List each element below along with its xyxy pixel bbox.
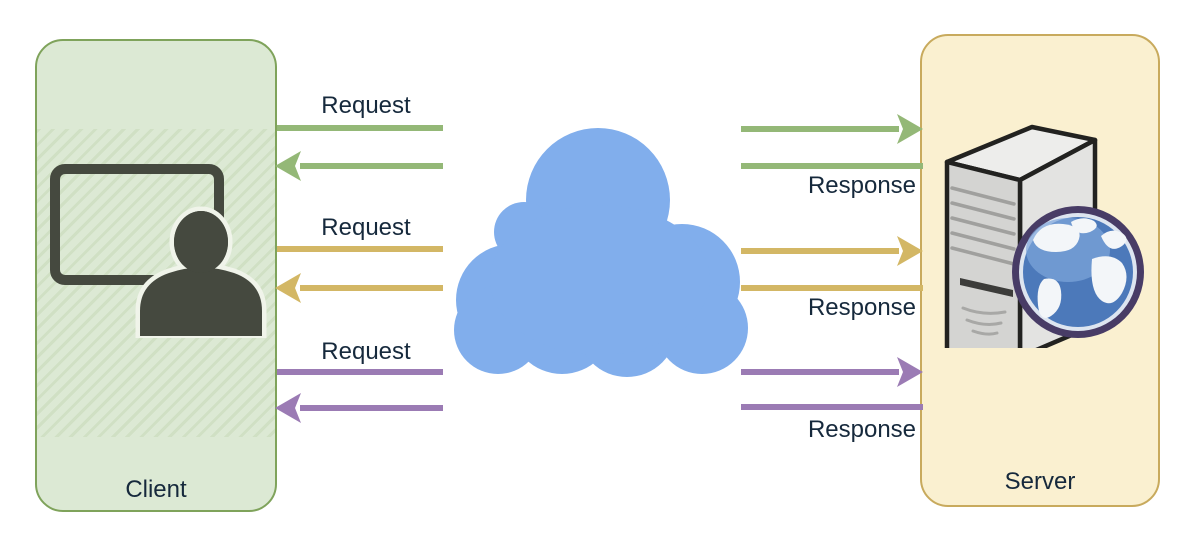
request-arrowhead	[897, 357, 923, 387]
response-arrowhead	[275, 273, 301, 303]
response-label-3: Response	[807, 416, 917, 443]
request-label-1: Request	[321, 92, 411, 119]
client-label: Client	[125, 476, 187, 503]
response-label-1: Response	[807, 172, 917, 199]
response-label-2: Response	[807, 294, 917, 321]
user-icon	[135, 206, 267, 338]
server-tower-icon	[944, 124, 1144, 348]
request-label-3: Request	[321, 338, 411, 365]
globe-icon	[1012, 206, 1144, 338]
flow-purple	[275, 357, 923, 423]
response-arrowhead	[275, 393, 301, 423]
response-arrowhead	[275, 151, 301, 181]
request-label-2: Request	[321, 214, 411, 241]
request-arrowhead	[897, 236, 923, 266]
flow-gold	[275, 236, 923, 303]
cloud-icon	[454, 128, 748, 377]
flow-green	[275, 114, 923, 181]
continents	[1033, 218, 1127, 318]
server-label: Server	[1004, 468, 1076, 495]
tower-vents	[950, 186, 1016, 266]
user-at-monitor-icon	[50, 164, 267, 338]
request-arrowhead	[897, 114, 923, 144]
tower-slot	[960, 278, 1013, 297]
tower-lower-vents	[961, 306, 1007, 336]
